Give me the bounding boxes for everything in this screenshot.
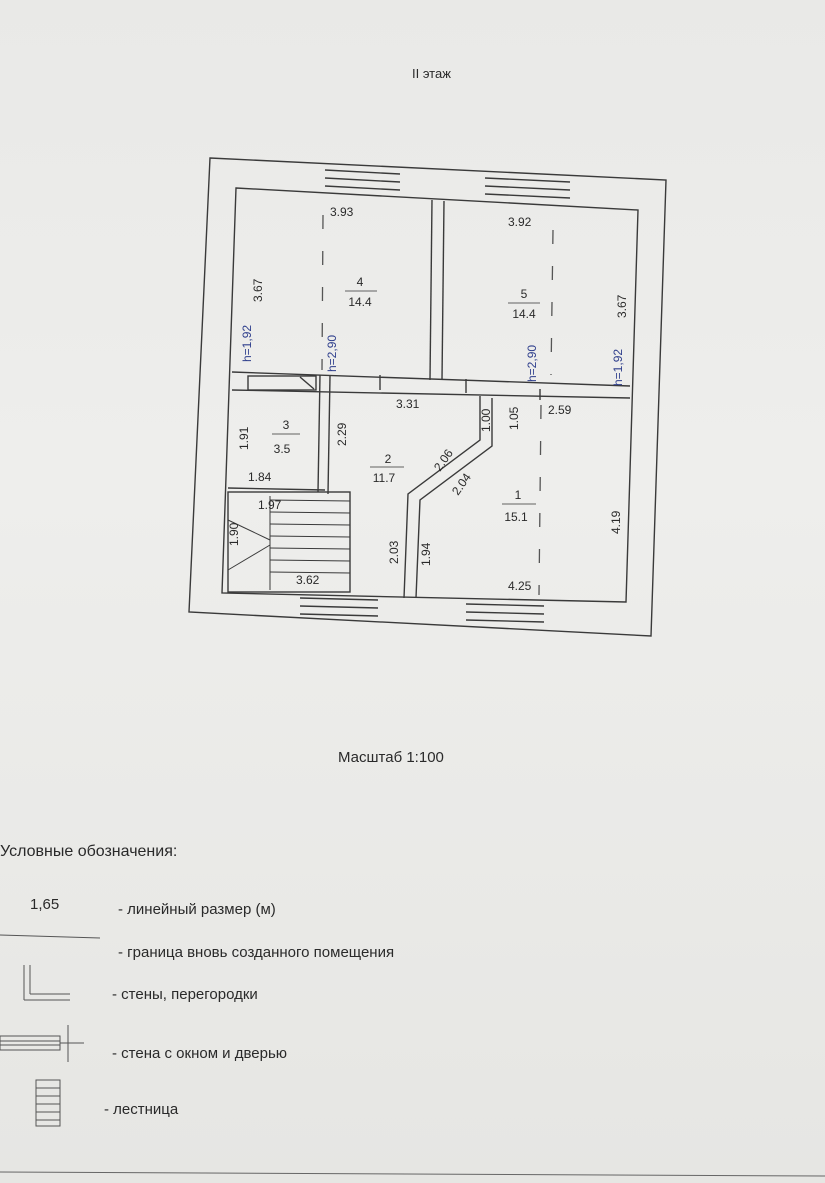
outer-wall-outer	[188, 157, 667, 637]
dim-362: 3.62	[296, 573, 320, 587]
legend-boundary-line	[0, 934, 101, 939]
legend-item-boundary: - граница вновь созданного помещения	[118, 944, 395, 961]
dim-393: 3.93	[330, 205, 354, 219]
legend-heading: Условные обозначения:	[0, 843, 178, 860]
height-192a: h=1,92	[240, 325, 254, 362]
window-bottom-right	[465, 603, 545, 623]
dim-419: 4.19	[609, 510, 623, 534]
dim-184: 1.84	[248, 470, 272, 484]
legend-item-linear: - линейный размер (м)	[118, 901, 276, 918]
stair-steps	[227, 496, 351, 590]
legend-stair-icon	[35, 1079, 61, 1127]
window-top-left	[324, 169, 401, 191]
stair-block	[227, 491, 351, 593]
dim-367a: 3.67	[251, 278, 265, 302]
dim-190: 1.90	[227, 522, 241, 546]
legend-sample-value: 1,65	[30, 896, 60, 913]
wall-3-2-a	[317, 374, 321, 493]
dim-197: 1.97	[258, 498, 282, 512]
dim-229: 2.29	[335, 422, 349, 446]
window-top-right	[484, 177, 571, 199]
wall-horizontal-a	[231, 371, 631, 387]
boundary-1	[538, 404, 542, 596]
boundary-5	[550, 229, 554, 376]
dim-259: 2.59	[548, 403, 572, 417]
room-2-area: 11.7	[373, 471, 396, 485]
legend-item-window-door: - стена с окном и дверью	[112, 1045, 288, 1062]
dim-425: 4.25	[508, 579, 532, 593]
wall-horizontal-b	[231, 389, 631, 399]
height-192b: h=1,92	[611, 349, 625, 386]
legend-walls-icon	[23, 965, 70, 1001]
dim-191: 1.91	[237, 426, 251, 450]
room-3-area: 3.5	[274, 442, 291, 456]
dim-367b: 3.67	[615, 294, 629, 318]
outer-wall-inner	[221, 187, 639, 603]
dim-194: 1.94	[419, 542, 433, 566]
page-bottom-line	[0, 1171, 825, 1177]
room-1-id: 1	[515, 488, 522, 502]
room-5-area: 14.4	[512, 307, 536, 321]
scale-label: Масштаб 1:100	[338, 749, 444, 766]
height-290b: h=2,90	[525, 345, 539, 382]
dim-392: 3.92	[508, 215, 532, 229]
wall-3-2-b	[327, 375, 331, 495]
room-4-area: 14.4	[348, 295, 372, 309]
dim-204: 2.04	[449, 470, 474, 497]
height-290a: h=2,90	[325, 335, 339, 372]
dim-331: 3.31	[396, 397, 420, 411]
wall-4-5-a	[429, 199, 433, 381]
boundary-4	[321, 214, 324, 371]
room-3-id: 3	[283, 418, 290, 432]
legend-window-door-icon	[0, 1025, 84, 1062]
wall-3-bottom	[227, 487, 326, 491]
room-4-id: 4	[357, 275, 364, 289]
wall-diagonal-b	[415, 398, 493, 599]
dim-203: 2.03	[387, 540, 401, 564]
room-5-id: 5	[521, 287, 528, 301]
legend-item-stair: - лестница	[104, 1101, 179, 1118]
legend-item-walls: - стены, перегородки	[112, 986, 258, 1003]
room-2-id: 2	[385, 452, 392, 466]
wall-diagonal-a	[403, 396, 481, 599]
floor-title: II этаж	[412, 66, 451, 81]
cabinet-4	[247, 375, 317, 391]
dim-100: 1.00	[479, 408, 493, 432]
window-bottom-left	[299, 597, 379, 617]
wall-4-5-b	[441, 200, 445, 381]
room-1-area: 15.1	[504, 510, 528, 524]
dim-105: 1.05	[507, 406, 521, 430]
